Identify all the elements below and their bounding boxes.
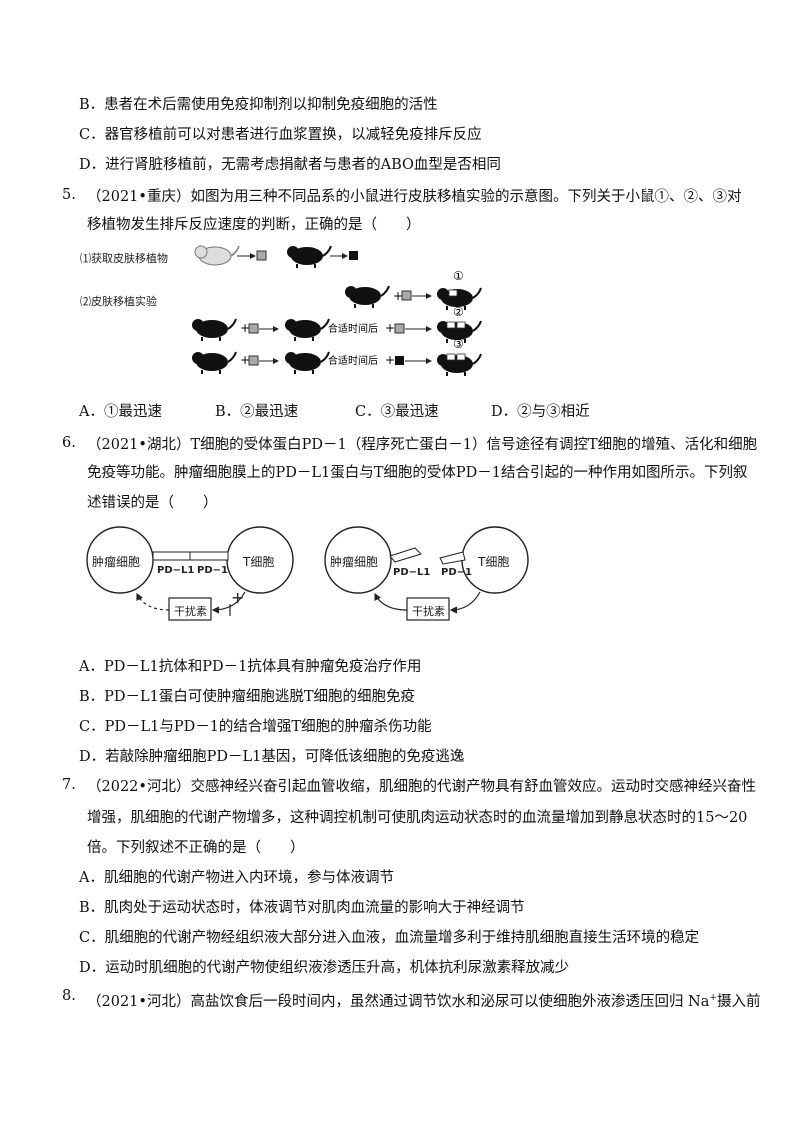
- ifn-label-right: 干扰素: [412, 605, 445, 618]
- mouse-3-marker: ③: [453, 337, 464, 351]
- mouse-2-marker: ②: [453, 305, 464, 319]
- q6-option-c: C．PD－L1与PD－1的结合增强T细胞的肿瘤杀伤功能: [79, 719, 432, 735]
- q6-stem-line1: （2021•湖北）T细胞的受体蛋白PD－1（程序死亡蛋白－1）信号途径有调控T细…: [87, 437, 758, 453]
- t-cell-label-left: T细胞: [243, 555, 275, 569]
- q4-option-d: D．进行肾脏移植前，无需考虑捐献者与患者的ABO血型是否相同: [79, 157, 501, 173]
- q5-fig-step1: ⑴获取皮肤移植物: [80, 252, 168, 265]
- after-time-label: 合适时间后: [328, 354, 378, 367]
- q5-option-c: C．③最迅速: [355, 404, 439, 420]
- plus-sign: +: [393, 289, 403, 303]
- t-cell-label-right: T细胞: [478, 555, 510, 569]
- q6-option-b: B．PD－L1蛋白可使肿瘤细胞逃脱T细胞的细胞免疫: [79, 689, 416, 705]
- q8-sup: +: [709, 993, 717, 1003]
- q7-stem-line1: （2022•河北）交感神经兴奋引起血管收缩，肌细胞的代谢产物具有舒血管效应。运动…: [87, 779, 756, 795]
- mouse-1-marker: ①: [453, 269, 464, 283]
- q5-option-a: A．①最迅速: [79, 404, 162, 420]
- q6-option-a: A．PD－L1抗体和PD－1抗体具有肿瘤免疫治疗作用: [79, 659, 422, 675]
- q8-number: 8.: [62, 988, 76, 1004]
- q8-text-b: 摄入前: [716, 993, 761, 1010]
- q5-number: 5.: [62, 187, 76, 203]
- q7-stem-line2: 增强，肌细胞的代谢产物增多，这种调控机制可使肌肉运动状态时的血流量增加到静息状态…: [87, 810, 748, 826]
- q8-stem-line1: （2021•河北）高盐饮食后一段时间内，虽然通过调节饮水和泌尿可以使细胞外液渗透…: [87, 988, 760, 1012]
- q5-option-d: D．②与③相近: [491, 404, 590, 420]
- q4-option-b: B．患者在术后需使用免疫抑制剂以抑制免疫细胞的活性: [79, 97, 438, 113]
- q8-text-a: （2021•河北）高盐饮食后一段时间内，虽然通过调节饮水和泌尿可以使细胞外液渗透…: [87, 993, 710, 1010]
- q7-option-c: C．肌细胞的代谢产物经组织液大部分进入血液，血流量增多利于维持肌细胞直接生活环境…: [79, 930, 700, 946]
- plus-sign: +: [385, 321, 395, 335]
- plus-sign: +: [240, 321, 250, 335]
- q5-fig-drawing: + ① + 合适时间后 + ② + 合适时间后 + ③: [191, 245, 482, 377]
- pd1-label-right: PD−1: [441, 567, 472, 578]
- pdl1-label-left: PD−L1: [157, 565, 195, 576]
- q4-option-c: C．器官移植前可以对患者进行血浆置换，以减轻免疫排斥反应: [79, 127, 482, 143]
- black-mouse-icon: [286, 245, 332, 269]
- grey-mouse-icon: [194, 245, 240, 266]
- ifn-label-left: 干扰素: [174, 605, 207, 618]
- q6-figure: 肿瘤细胞 T细胞 PD−L1 PD−1 干扰素 + 肿瘤细胞 T细胞 PD−L1…: [85, 520, 545, 635]
- tumor-cell-label-left: 肿瘤细胞: [92, 555, 141, 569]
- plus-sign: +: [231, 588, 245, 607]
- q6-option-d: D．若敲除肿瘤细胞PD－L1基因，可降低该细胞的免疫逃逸: [79, 749, 465, 765]
- q5-stem-line2: 移植物发生排斥反应速度的判断，正确的是（ ）: [87, 217, 421, 233]
- q7-option-d: D．运动时肌细胞的代谢产物使组织液渗透压升高，机体抗利尿激素释放减少: [79, 960, 570, 976]
- pd1-label-left: PD−1: [197, 565, 228, 576]
- q7-option-b: B．肌肉处于运动状态时，体液调节对肌肉血流量的影响大于神经调节: [79, 900, 525, 916]
- q5-figure: ⑴获取皮肤移植物 ⑵皮肤移植实验: [75, 240, 495, 380]
- plus-sign: +: [385, 353, 395, 367]
- after-time-label: 合适时间后: [328, 322, 378, 335]
- q7-option-a: A．肌细胞的代谢产物进入内环境，参与体液调节: [79, 870, 394, 886]
- q6-stem-line3: 述错误的是（ ）: [87, 495, 218, 511]
- plus-sign: +: [240, 353, 250, 367]
- q5-option-b: B．②最迅速: [215, 404, 299, 420]
- q5-options: A．①最迅速 B．②最迅速 C．③最迅速 D．②与③相近: [79, 400, 779, 421]
- q6-stem-line2: 免疫等功能。肿瘤细胞膜上的PD－L1蛋白与T细胞的受体PD－1结合引起的一种作用…: [87, 465, 748, 481]
- tumor-cell-label-right: 肿瘤细胞: [330, 555, 379, 569]
- q5-stem-line1: （2021•重庆）如图为用三种不同品系的小鼠进行皮肤移植实验的示意图。下列关于小…: [87, 189, 742, 205]
- pdl1-label-right: PD−L1: [393, 567, 431, 578]
- q6-fig-drawing: [86, 526, 529, 621]
- q7-number: 7.: [62, 777, 76, 793]
- q7-stem-line3: 倍。下列叙述不正确的是（ ）: [87, 840, 305, 856]
- q5-fig-step2: ⑵皮肤移植实验: [80, 295, 157, 308]
- q6-number: 6.: [62, 435, 76, 451]
